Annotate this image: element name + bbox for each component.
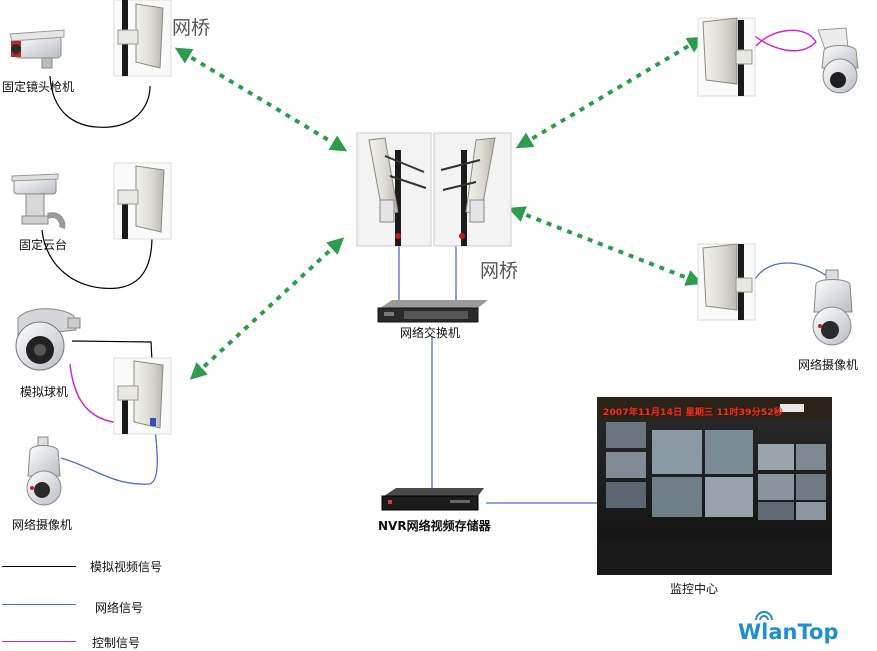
bridge-antenna-right-dome bbox=[697, 17, 756, 97]
legend-swatch-control bbox=[2, 641, 76, 642]
central-bridge-left bbox=[356, 132, 432, 247]
legend-swatch-network bbox=[2, 604, 76, 605]
right-dome-camera-icon bbox=[817, 27, 859, 94]
wireless-link-fixed-camera bbox=[174, 47, 348, 152]
ip-camera-left-icon bbox=[26, 436, 62, 506]
ptz-camera-icon bbox=[11, 173, 66, 229]
bridge-antenna-ptz bbox=[113, 162, 172, 240]
brand-logo: WlanTop bbox=[738, 620, 839, 644]
analog-cable-dome bbox=[71, 340, 153, 362]
wifi-icon bbox=[755, 611, 773, 621]
ip-camera-right-icon bbox=[812, 269, 853, 346]
legend-label-control: 控制信号 bbox=[92, 636, 141, 650]
wireless-link-right-dome bbox=[515, 36, 705, 149]
network-switch-icon bbox=[377, 300, 488, 323]
video-wall-photo bbox=[597, 397, 832, 575]
bridge-antenna-analog-dome bbox=[113, 357, 172, 435]
bridge-label-top: 网桥 bbox=[172, 17, 211, 39]
switch-label: 网络交换机 bbox=[400, 326, 461, 340]
cables bbox=[41, 29, 833, 504]
network-cable-left-ip bbox=[60, 419, 158, 485]
ptz-label: 固定云台 bbox=[19, 238, 68, 252]
ip-camera-left-label: 网络摄像机 bbox=[12, 518, 73, 532]
analog-dome-camera-icon bbox=[15, 308, 81, 371]
control-cable-right-dome bbox=[751, 29, 817, 52]
analog-cable-ptz bbox=[41, 229, 153, 290]
wireless-link-right-ip-camera bbox=[508, 206, 703, 286]
fixed-camera-label: 固定镜头枪机 bbox=[2, 80, 75, 94]
control-cable-dome bbox=[69, 363, 121, 424]
nvr-icon bbox=[381, 488, 484, 511]
bridge-antenna-right-ip bbox=[697, 243, 756, 321]
legend-label-analog: 模拟视频信号 bbox=[90, 560, 163, 574]
ip-camera-right-label: 网络摄像机 bbox=[798, 358, 859, 372]
network-cable-right-ip bbox=[751, 262, 833, 286]
bridge-antenna-fixed-camera bbox=[113, 0, 172, 77]
analog-dome-label: 模拟球机 bbox=[20, 385, 69, 399]
fixed-camera-icon bbox=[9, 29, 65, 69]
central-bridge-right bbox=[433, 132, 512, 247]
bridge-label-center: 网桥 bbox=[480, 260, 519, 282]
legend-label-network: 网络信号 bbox=[95, 601, 144, 615]
led-ticker: 2007年11月14日 星期三 11时39分52秒 bbox=[603, 408, 783, 418]
wireless-link-analog-dome bbox=[189, 237, 345, 380]
wireless-links bbox=[174, 36, 705, 380]
analog-cable-fixed-camera bbox=[49, 75, 151, 128]
monitor-center-label: 监控中心 bbox=[670, 582, 719, 596]
legend-swatch-analog bbox=[2, 566, 76, 567]
nvr-label: NVR网络视频存储器 bbox=[378, 519, 491, 533]
